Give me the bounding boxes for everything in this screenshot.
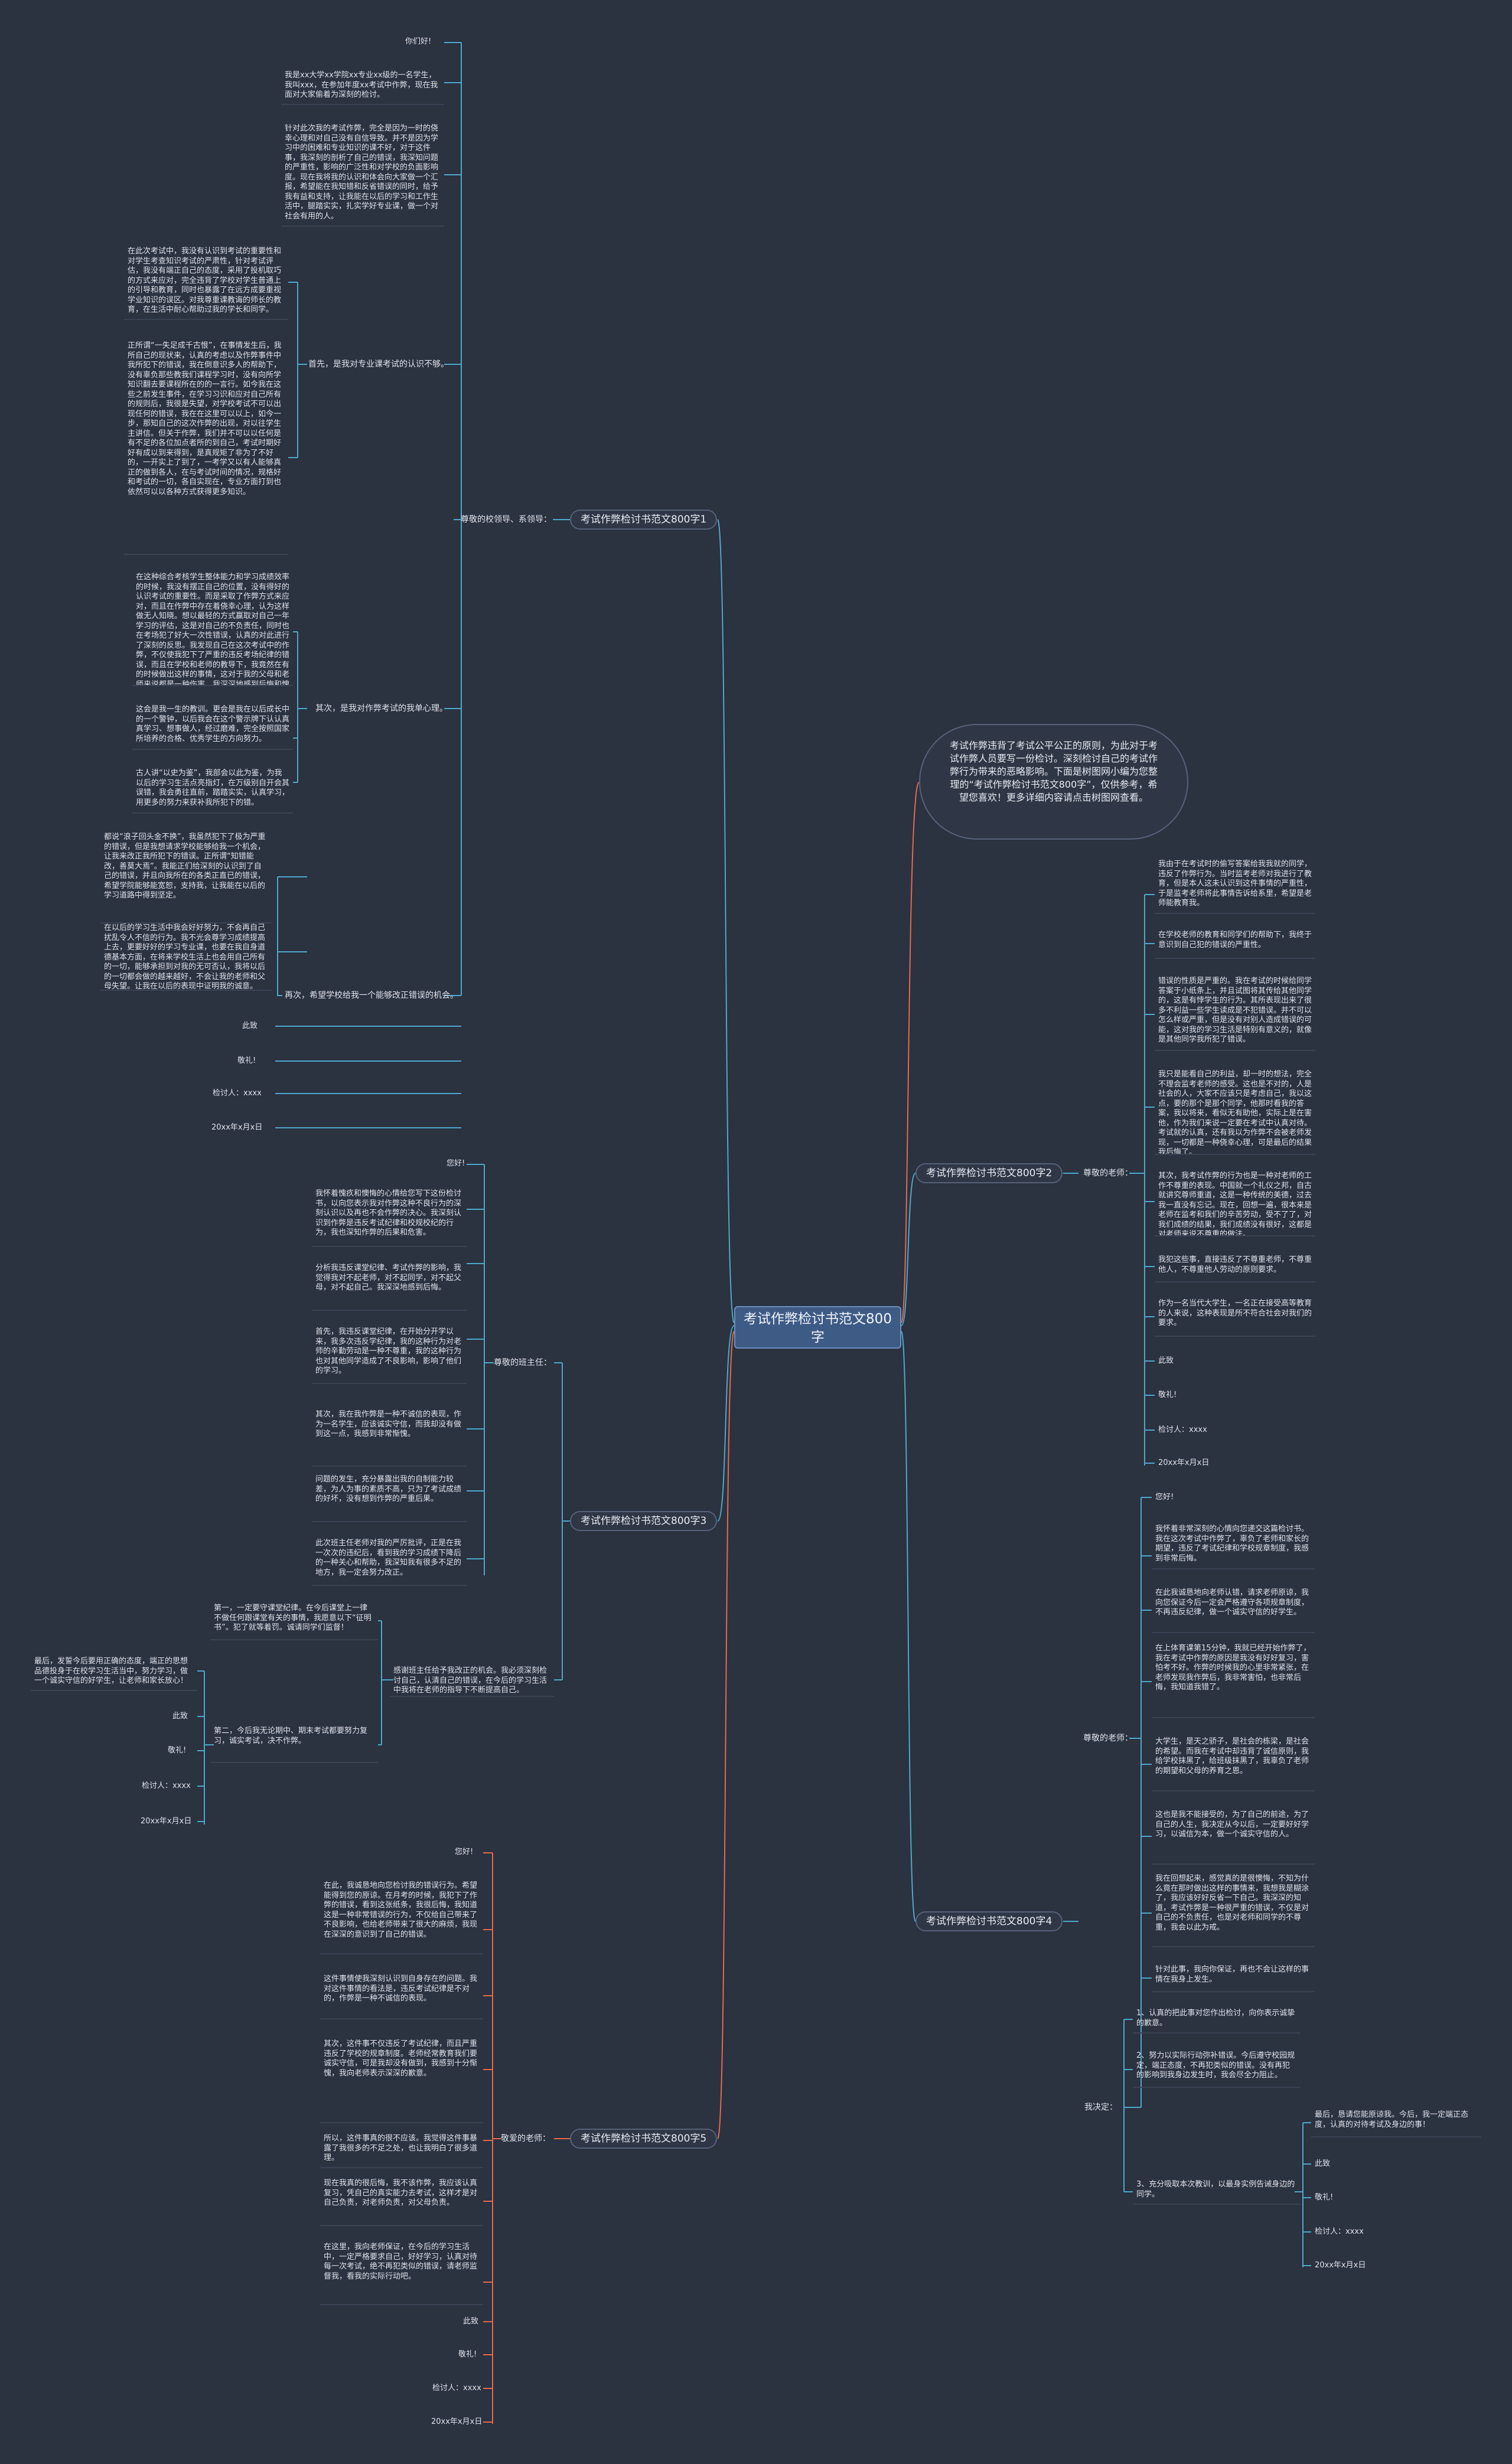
b1-greeting: 你们好! bbox=[405, 37, 432, 46]
b3-promise2: 第二，今后我无论期中、期末考试都要努力复习，诚实考试，决不作弊。 bbox=[210, 1724, 378, 1763]
b4-greeting: 您好! bbox=[1155, 1493, 1174, 1502]
b1-signer: 检讨人：xxxx bbox=[213, 1089, 262, 1098]
b2-p4: 我只是能看自己的利益，却一时的想法，完全不理会监考老师的感受。这也是不对的，人是… bbox=[1155, 1068, 1315, 1155]
b2-p2: 在学校老师的教育和同学们的帮助下，我终于意识到自己犯的错误的严重性。 bbox=[1155, 928, 1315, 959]
b3-close: 此致 bbox=[172, 1712, 188, 1721]
root-topic[interactable]: 考试作弊检讨书范文800字 bbox=[734, 1306, 901, 1349]
b3-p2: 分析我违反课堂纪律、考试作弊的影响，我觉得我对不起老师，对不起同学，对不起父母，… bbox=[312, 1261, 467, 1311]
b1-first-p1: 在此次考试中，我没有认识到考试的重要性和对学生考查知识考试的严肃性，针对考试评估… bbox=[124, 244, 288, 320]
b4-p6: 我在回想起来，感觉真的是很懊悔，不知为什么竟在那时做出这样的事情来，我想我是糊涂… bbox=[1152, 1872, 1315, 1947]
b3-p1: 我怀着愧疚和懊悔的心情给您写下这份检讨书，以向您表示我对作弊这种不良行为的深刻认… bbox=[312, 1187, 467, 1247]
b3-salute: 敬礼! bbox=[168, 1746, 187, 1755]
b3-p5: 问题的发生，充分暴露出我的自制能力较差，为人为事的素质不高，只为了考试成绩的好坏… bbox=[312, 1473, 467, 1522]
b2-date: 20xx年x月x日 bbox=[1158, 1458, 1210, 1467]
b4-p5: 这也是我不能接受的，为了自己的前途，为了自己的人生，我决定从今以后，一定要好好学… bbox=[1152, 1808, 1315, 1865]
b3-signer: 检讨人：xxxx bbox=[142, 1781, 191, 1790]
b2-p6: 我犯这些事，直接违反了不尊重老师，不尊重他人，不尊重他人劳动的原则要求。 bbox=[1155, 1253, 1315, 1282]
b1-para1: 针对此次我的考试作弊，完全是因为一时的侥幸心理和对自己没有自信导致。并不是因为学… bbox=[281, 122, 444, 227]
b4-resolve-label: 我决定： bbox=[1084, 2103, 1117, 2112]
b1-salute: 敬礼! bbox=[237, 1056, 256, 1065]
b1-third-label: 再次，希望学校给我一个能够改正错误的机会。 bbox=[285, 991, 458, 1000]
branch-3-title[interactable]: 考试作弊检讨书范文800字3 bbox=[570, 1511, 718, 1531]
b1-first-p2: 正所谓“一失足成千古恨”，在事情发生后，我所自己的现状来，认真的考虑以及作弊事件… bbox=[124, 339, 288, 555]
b2-p1: 我由于在考试时的偷写答案给我我就的同学，违反了作弊行为。当时监考老师对我进行了教… bbox=[1155, 857, 1315, 914]
b4-audience: 尊敬的老师： bbox=[1083, 1734, 1133, 1743]
b1-intro: 我是xx大学xx学院xx专业xx级的一名学生，我叫xxx，在参加年度xx考试中作… bbox=[281, 68, 444, 105]
b1-second-p1: 在这种综合考核学生整体能力和学习成绩效率的时候，我没有摆正自己的位置，没有得好的… bbox=[132, 570, 293, 686]
b1-audience: 尊敬的校领导、系领导： bbox=[461, 515, 552, 524]
b4-p3: 在上体育课第15分钟，我就已经开始作弊了，我在考试中作弊的原因是我没有好好复习，… bbox=[1152, 1641, 1315, 1718]
b1-date: 20xx年x月x日 bbox=[211, 1123, 263, 1132]
b3-date: 20xx年x月x日 bbox=[141, 1817, 192, 1826]
b3-end: 最后，发誓今后要用正确的态度，端正的思想品德投身于在校学习生活当中，努力学习，做… bbox=[31, 1654, 197, 1691]
b1-second-label: 其次，是我对作弊考试的我单心理。 bbox=[315, 704, 448, 713]
b4-signer: 检讨人：xxxx bbox=[1315, 2227, 1364, 2236]
b1-close: 此致 bbox=[242, 1022, 258, 1030]
b1-first-label: 首先，是我对专业课考试的认识不够。 bbox=[308, 360, 449, 369]
b5-audience: 敬爱的老师： bbox=[501, 2134, 550, 2143]
b5-date: 20xx年x月x日 bbox=[431, 2417, 483, 2426]
b5-p2: 这件事情使我深刻认识到自身存在的问题。我对这件事情的看法是，违反考试纪律是不对的… bbox=[320, 1972, 483, 2019]
b4-salute: 敬礼! bbox=[1315, 2193, 1334, 2202]
b5-close: 此致 bbox=[463, 2317, 479, 2326]
b5-p1: 在此，我诚恳地向您检讨我的错误行为。希望能得到您的原谅。在月考的时候，我犯下了作… bbox=[320, 1879, 483, 1954]
b2-p5: 其次，我考试作弊的行为也是一种对老师的工作不尊重的表现。中国就一个礼仪之邦，自古… bbox=[1155, 1169, 1315, 1236]
summary-bubble: 考试作弊违背了考试公平公正的原则，为此对于考试作弊人员要写一份检讨。深刻检讨自己… bbox=[919, 724, 1188, 840]
b5-signer: 检讨人：xxxx bbox=[432, 2384, 481, 2393]
b4-r3: 3、充分吸取本次教训，以最身实例告诫身边的同学。 bbox=[1133, 2178, 1301, 2205]
b2-p7: 作为一名当代大学生，一名正在接受高等教育的人来说，这种表现是所不符合社会对我们的… bbox=[1155, 1297, 1315, 1337]
b4-p1: 我怀着非常深刻的心情向您递交这篇检讨书。我在这次考试中作弊了，辜负了老师和家长的… bbox=[1152, 1522, 1315, 1569]
b3-promise-label: 感谢班主任给予我改正的机会。我必须深刻检讨自己，认清自己的错误，在今后的学习生活… bbox=[390, 1664, 554, 1697]
branch-4-title[interactable]: 考试作弊检讨书范文800字4 bbox=[915, 1911, 1063, 1931]
b3-audience: 尊敬的班主任： bbox=[494, 1358, 552, 1368]
b5-p6: 在这里，我向老师保证，在今后的学习生活中，一定严格要求自己，好好学习，认真对待每… bbox=[320, 2240, 483, 2305]
b4-p4: 大学生，是天之骄子，是社会的栋梁，是社会的希望。而我在考试中却违背了诚信原则，我… bbox=[1152, 1735, 1315, 1791]
b4-end: 最后，恳请您能原谅我。今后，我一定端正态度，认真的对待考试及身边的事！ bbox=[1311, 2108, 1481, 2137]
b3-greeting: 您好! bbox=[447, 1159, 465, 1168]
b5-p4: 所以，这件事真的很不应该。我觉得这件事暴露了我很多的不足之处，也让我明白了很多道… bbox=[320, 2132, 483, 2168]
branch-5-title[interactable]: 考试作弊检讨书范文800字5 bbox=[570, 2129, 718, 2149]
b4-p7: 针对此事，我向你保证，再也不会让这样的事情在我身上发生。 bbox=[1152, 1963, 1315, 1992]
b3-p4: 其次，我在我作弊是一种不诚信的表现，作为一名学生，应该诚实守信，而我却没有做到这… bbox=[312, 1408, 467, 1467]
b4-close: 此致 bbox=[1315, 2159, 1331, 2168]
b2-audience: 尊敬的老师： bbox=[1083, 1169, 1133, 1178]
b1-third-p2: 在以后的学习生活中我会好好努力，不会再自己扰乱令人不信的行为。我不光会尊学习成绩… bbox=[100, 921, 272, 991]
b3-promise1: 第一，一定要守课堂纪律。在今后课堂上一律不做任何跟课堂有关的事情，我愿意以下“征… bbox=[210, 1601, 378, 1640]
branch-1-title[interactable]: 考试作弊检讨书范文800字1 bbox=[570, 510, 718, 530]
b5-p5: 现在我真的很后悔，我不该作弊，我应该认真复习，凭自己的真实能力去考试，这样才是对… bbox=[320, 2176, 483, 2226]
b4-p2: 在此我诚恳地向老师认错，请求老师原谅，我向您保证今后一定会严格遵守各项规章制度，… bbox=[1152, 1586, 1315, 1633]
b5-p3: 其次，这件事不仅违反了考试纪律，而且严重违反了学校的规章制度。老师经常教育我们要… bbox=[320, 2037, 483, 2123]
b4-r1: 1、认真的把此事对您作出检讨，向你表示诚挚的歉意。 bbox=[1133, 2006, 1301, 2034]
b1-third-p1: 都说“浪子回头金不换”，我虽然犯下了极为严重的错误，但是我想请求学校能够给我一个… bbox=[100, 830, 272, 923]
b1-second-p3: 古人讲“以史为鉴”，我部会以此为鉴，为我以后的学习生活点亮指灯，在万级别自开会其… bbox=[132, 766, 293, 814]
b4-r2: 2、努力以实际行动弥补错误。今后遵守校园规定，端正态度，不再犯类似的错误。没有再… bbox=[1133, 2049, 1301, 2088]
b2-signer: 检讨人：xxxx bbox=[1158, 1425, 1207, 1434]
b5-greeting: 您好! bbox=[455, 1848, 474, 1856]
b2-close: 此致 bbox=[1158, 1356, 1174, 1365]
b4-date: 20xx年x月x日 bbox=[1315, 2261, 1366, 2270]
b3-p3: 首先，我违反课堂纪律，在开始分开学以来，我多次违反学纪律，我的这种行为对老师的辛… bbox=[312, 1325, 467, 1384]
b5-salute: 敬礼! bbox=[458, 2350, 477, 2359]
b3-p6: 此次班主任老师对我的严厉批评，正是在我一次次的违纪后，看到我的学习成绩下降后的一… bbox=[312, 1536, 467, 1586]
b2-salute: 敬礼! bbox=[1158, 1391, 1177, 1399]
b2-p3: 错误的性质是严重的。我在考试的时候给同学答案于小纸条上，并且试图将其传给其他同学… bbox=[1155, 974, 1315, 1051]
b1-second-p2: 这会是我一生的教训。更会是我在以后成长中的一个警钟，以后我会在这个警示牌下认认真… bbox=[132, 703, 293, 750]
branch-2-title[interactable]: 考试作弊检讨书范文800字2 bbox=[915, 1163, 1063, 1183]
